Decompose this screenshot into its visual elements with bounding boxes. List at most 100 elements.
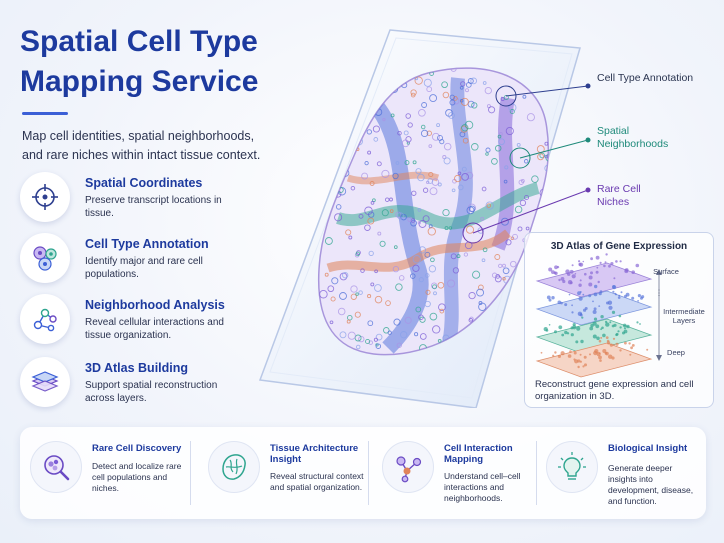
cell-dot — [370, 201, 375, 205]
cell-dot — [443, 157, 451, 165]
atlas-dot — [571, 264, 574, 267]
atlas-dot — [578, 283, 582, 287]
cell-dot — [410, 89, 417, 96]
atlas-dot — [596, 336, 600, 341]
cell-dot — [482, 247, 488, 253]
atlas-dot — [597, 280, 600, 284]
cell-dot — [350, 185, 356, 191]
atlas-dot — [588, 275, 593, 280]
atlas-dot — [577, 359, 581, 363]
cell-dot — [339, 331, 347, 339]
atlas-dot — [558, 278, 561, 282]
atlas-dot — [556, 265, 560, 269]
title-underline — [22, 112, 68, 115]
atlas-dot — [577, 365, 580, 369]
cell-dot — [358, 290, 363, 295]
cell-dot — [441, 81, 448, 89]
cell-dot — [503, 179, 508, 184]
atlas-dot — [588, 294, 592, 298]
atlas-dot — [593, 292, 598, 297]
cell-dot — [508, 349, 516, 355]
cell-dot — [405, 113, 411, 119]
cell-dot — [358, 213, 364, 219]
atlas-dot — [598, 355, 602, 360]
cell-dot — [420, 129, 429, 138]
atlas-dot — [579, 353, 582, 356]
cell-dot — [351, 68, 356, 72]
cell-dot — [460, 81, 466, 87]
cell-dot — [393, 318, 401, 326]
cell-dot — [324, 272, 329, 277]
cell-dot — [339, 148, 345, 154]
cell-dot — [374, 295, 383, 304]
cell-dot — [328, 122, 333, 127]
cell-dot — [389, 197, 393, 202]
cell-dot — [364, 224, 371, 231]
cell-dot — [412, 160, 417, 165]
cell-dot — [341, 108, 349, 116]
atlas-dot — [599, 261, 602, 264]
cell-dot — [372, 125, 380, 133]
cell-dot — [407, 216, 413, 223]
cell-dot — [318, 147, 321, 155]
cell-dot — [348, 106, 357, 115]
cell-dot — [462, 137, 469, 144]
atlas-dot — [590, 257, 593, 261]
cell-dot — [497, 134, 502, 139]
atlas-dot — [592, 334, 597, 339]
cell-dot — [494, 275, 502, 283]
cell-dot — [344, 105, 349, 109]
cell-dot — [503, 94, 509, 101]
cell-dot — [491, 158, 498, 165]
atlas-dot — [620, 291, 623, 294]
cell-dot — [329, 88, 334, 94]
atlas-title: 3D Atlas of Gene Expression — [550, 241, 688, 252]
cell-dot — [348, 235, 353, 240]
bottom-benefits-bar: Rare Cell Discovery Detect and localize … — [20, 427, 706, 519]
atlas-desc: Reconstruct gene expression and cell org… — [535, 379, 694, 402]
cell-dot — [431, 132, 440, 141]
atlas-dot — [628, 342, 631, 345]
cell-dot — [450, 253, 457, 260]
cell-dot — [427, 178, 434, 184]
cell-dot — [457, 171, 462, 176]
atlas-dot — [630, 346, 633, 350]
cell-dot — [424, 300, 431, 308]
cell-dot — [428, 171, 434, 178]
atlas-dot — [589, 353, 591, 356]
atlas-dot — [590, 271, 593, 275]
atlas-dot — [607, 300, 613, 305]
cell-dot — [504, 165, 509, 170]
cell-dot — [377, 231, 382, 236]
cell-dot — [345, 229, 352, 236]
tissue-outline-icon — [208, 441, 260, 493]
atlas-dot — [598, 339, 602, 343]
atlas-dot — [576, 326, 581, 331]
atlas-dot — [595, 270, 599, 274]
cell-dot — [367, 294, 372, 299]
cell-dot — [424, 273, 430, 278]
cell-dot — [437, 134, 443, 141]
atlas-dot — [553, 271, 557, 275]
cell-dot — [324, 116, 329, 121]
atlas-dot — [608, 305, 613, 310]
feature-title: 3D Atlas Building — [85, 361, 189, 375]
cell-dot — [477, 227, 485, 234]
atlas-dot — [583, 308, 587, 312]
tissue-slide-illustration — [258, 28, 618, 409]
cell-dot — [364, 206, 373, 216]
layers-icon — [20, 357, 70, 407]
cell-dot — [510, 260, 517, 268]
cell-dot — [442, 91, 450, 99]
cell-dot — [491, 272, 498, 278]
cell-dot — [414, 76, 423, 85]
cell-dot — [426, 86, 433, 93]
cell-dot — [358, 76, 366, 85]
cell-dot — [495, 274, 501, 279]
feature-neighborhood-analysis: Neighborhood Analysis Reveal cellular in… — [20, 294, 290, 350]
cell-dot — [437, 281, 445, 289]
cell-dot — [451, 188, 456, 193]
atlas-dot — [631, 344, 635, 347]
feature-title: Neighborhood Analysis — [85, 298, 225, 312]
cell-dot — [322, 160, 328, 167]
